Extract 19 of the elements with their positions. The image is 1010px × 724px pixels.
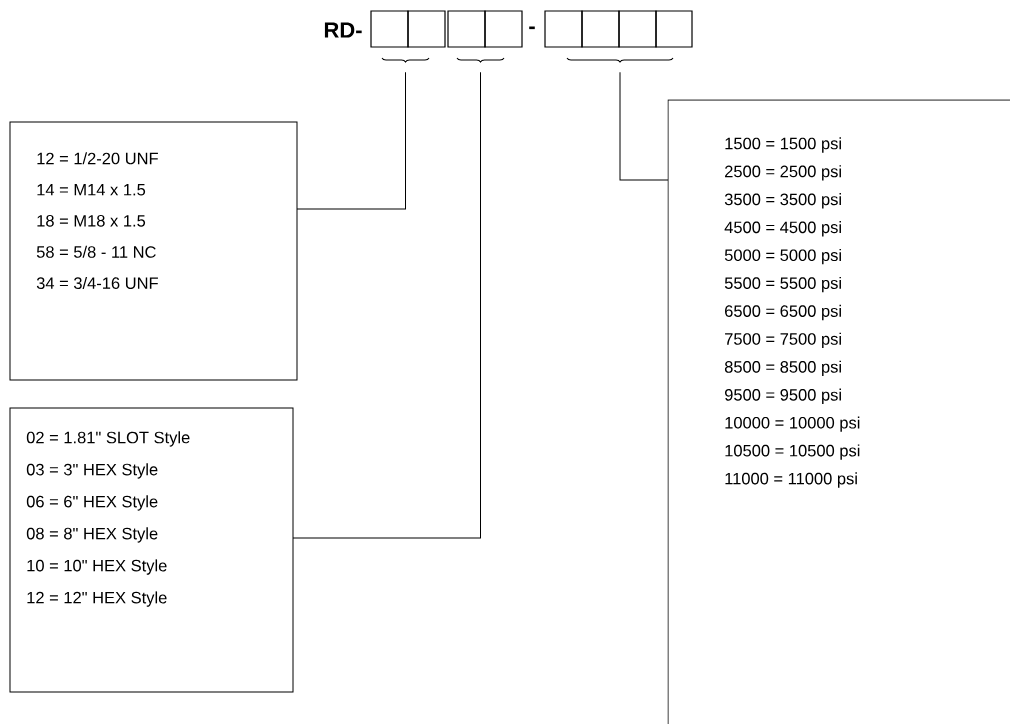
curly-brace — [456, 57, 505, 63]
curly-brace — [566, 57, 674, 63]
code-text: - — [529, 26, 535, 30]
code-list-box: 12 = 1/2-20 UNF 14 = M14 x 1.5 18 = M18 x 1.5 58 = 5/8 - 11 NC 34 = 3/4-16 UNF — [9, 121, 298, 381]
code-digit-box — [544, 10, 583, 48]
code-list-box: 1500 = 1500 psi 2500 = 2500 psi 3500 = 3500 psi 4500 = 4500 psi 5000 = 5000 psi 5500 = 5500 psi 6500 = 6500 psi 7500 = 7500 psi 8500 = 8500 psi 9500 = 9500 psi 10000 = 10000 psi 10500 = 10500 psi 11000 = 11000 psi — [667, 99, 1010, 724]
code-digit-box — [370, 10, 409, 48]
leader-line — [292, 71, 481, 539]
leader-line — [296, 71, 406, 210]
code-digit-box — [655, 10, 693, 48]
leader-line — [619, 71, 669, 181]
code-digit-box — [407, 10, 446, 48]
code-digit-box — [484, 10, 523, 48]
code-digit-box — [581, 10, 620, 48]
code-text: RD- — [324, 22, 362, 38]
code-digit-box — [618, 10, 657, 48]
curly-brace — [381, 57, 430, 63]
code-digit-box — [447, 10, 486, 48]
code-list-box: 02 = 1.81" SLOT Style 03 = 3" HEX Style 06 = 6" HEX Style 08 = 8" HEX Style 10 = 10" HEX Style 12 = 12" HEX Style — [9, 407, 294, 693]
